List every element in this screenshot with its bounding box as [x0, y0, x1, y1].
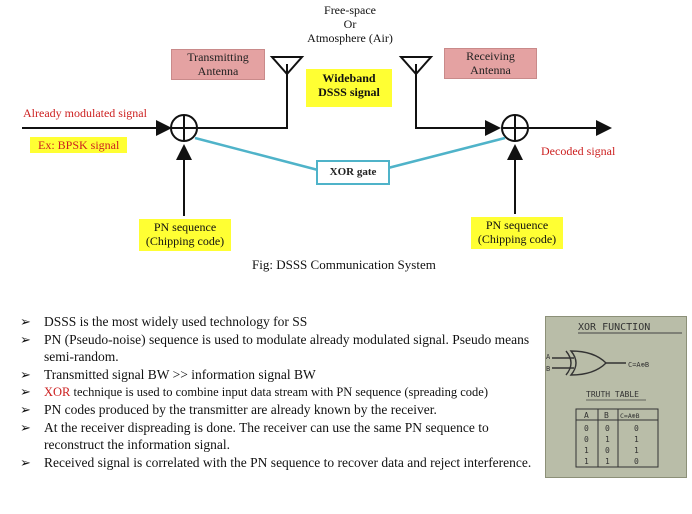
- xor-link-right: [387, 136, 506, 170]
- tx-path-line: [197, 64, 288, 129]
- truth-header-c: C=A⊕B: [620, 412, 640, 420]
- truth-cell: 0: [584, 424, 589, 433]
- input-signal-label: Already modulated signal: [23, 106, 147, 120]
- xor-link-left: [194, 136, 319, 172]
- truth-header-a: A: [584, 411, 589, 420]
- bullet-item: ➢At the receiver dispreading is done. Th…: [20, 420, 489, 452]
- truth-cell: 1: [584, 446, 589, 455]
- bullet-item: ➢XOR technique is used to combine input …: [20, 385, 488, 400]
- bullet-arrow-icon: ➢: [20, 421, 31, 436]
- left-mixer-symbol: [170, 114, 198, 142]
- free-space-label: Free-space Or Atmosphere (Air): [307, 3, 393, 45]
- bullet-arrow-icon: ➢: [20, 403, 31, 418]
- truth-cell: 0: [605, 446, 610, 455]
- rx-path-line: [415, 64, 501, 136]
- bullet-arrow-icon: ➢: [20, 456, 31, 471]
- truth-cell: 0: [634, 457, 639, 466]
- input-example-label: Ex: BPSK signal: [30, 137, 128, 153]
- bullet-item: ➢Transmitted signal BW >> information si…: [20, 367, 316, 383]
- pn-sequence-right: PN sequence (Chipping code): [471, 217, 563, 249]
- whiteboard-input-a: A: [546, 353, 551, 361]
- truth-cell: 1: [605, 457, 610, 466]
- whiteboard-input-b: B: [546, 365, 550, 373]
- xor-gate-drawing: [552, 350, 626, 376]
- tx-antenna-symbol: [269, 56, 305, 76]
- figure-caption: Fig: DSSS Communication System: [252, 257, 436, 272]
- bullet-item: ➢PN codes produced by the transmitter ar…: [20, 402, 437, 418]
- truth-cell: 1: [605, 435, 610, 444]
- rx-antenna-symbol: [398, 56, 434, 76]
- xor-truth-table-photo: XOR FUNCTION A B C=A⊕B TRUTH TABLE: [545, 316, 687, 478]
- right-mixer-symbol: [501, 114, 529, 142]
- bullet-arrow-icon: ➢: [20, 385, 31, 400]
- whiteboard-title: XOR FUNCTION: [578, 322, 650, 333]
- truth-cell: 0: [634, 424, 639, 433]
- pn-sequence-left: PN sequence (Chipping code): [139, 219, 231, 251]
- whiteboard-output: C=A⊕B: [628, 361, 649, 369]
- tx-antenna-label: Transmitting Antenna: [171, 49, 265, 80]
- wideband-signal-label: Wideband DSSS signal: [306, 69, 392, 107]
- bullet-list: ➢DSSS is the most widely used technology…: [20, 313, 545, 472]
- truth-table-title: TRUTH TABLE: [586, 390, 639, 399]
- truth-cell: 1: [634, 435, 639, 444]
- truth-header-b: B: [604, 411, 609, 420]
- bullet-item: ➢PN (Pseudo-noise) sequence is used to m…: [20, 332, 530, 364]
- rx-antenna-label: Receiving Antenna: [444, 48, 537, 79]
- bullet-item: ➢Received signal is correlated with the …: [20, 455, 532, 471]
- output-signal-label: Decoded signal: [541, 144, 616, 158]
- xor-gate-box: XOR gate: [316, 160, 390, 185]
- truth-cell: 1: [634, 446, 639, 455]
- bullet-item: ➢DSSS is the most widely used technology…: [20, 314, 308, 330]
- truth-cell: 0: [605, 424, 610, 433]
- bullet-arrow-icon: ➢: [20, 315, 31, 330]
- truth-table-grid: [575, 408, 659, 468]
- bullet-arrow-icon: ➢: [20, 333, 31, 348]
- dsss-diagram: [22, 56, 612, 216]
- truth-cell: 1: [584, 457, 589, 466]
- bullet-arrow-icon: ➢: [20, 368, 31, 383]
- truth-cell: 0: [584, 435, 589, 444]
